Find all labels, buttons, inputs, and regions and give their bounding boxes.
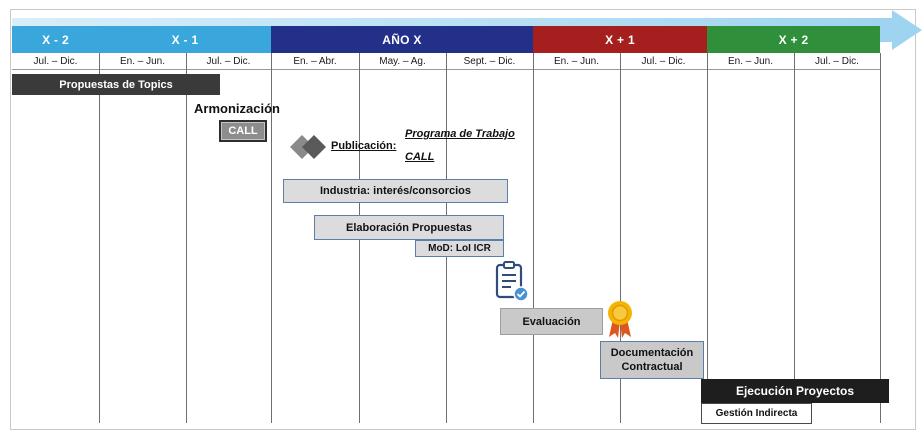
armonizacion-label: Armonización <box>194 101 280 116</box>
period-label: Jul. – Dic. <box>641 55 686 67</box>
call-link-label: CALL <box>405 151 435 163</box>
grid-line <box>880 53 881 423</box>
period-label: En. – Jun. <box>727 55 774 67</box>
grid-line <box>707 53 708 423</box>
ejecucion-proyectos-bar: Ejecución Proyectos <box>701 379 889 403</box>
grid-line <box>533 53 534 423</box>
award-ribbon-icon <box>608 301 632 338</box>
call-button: CALL <box>219 120 267 142</box>
clipboard-check-icon <box>495 261 529 302</box>
documentacion-line-2: Contractual <box>621 361 683 373</box>
period-label: Jul. – Dic. <box>33 55 78 67</box>
diamond-icon <box>290 135 326 159</box>
gestion-indirecta-bar: Gestión Indirecta <box>701 403 812 424</box>
documentacion-contractual-bar: Documentación Contractual <box>600 341 704 379</box>
period-label: Jul. – Dic. <box>815 55 859 67</box>
grid-line <box>186 53 187 423</box>
period-label: En. – Jun. <box>553 55 600 67</box>
period-label: En. – Jun. <box>119 55 166 67</box>
publicacion-label: Publicación: <box>331 140 397 152</box>
programa-trabajo-label: Programa de Trabajo <box>405 128 515 140</box>
year-band-x-plus-1: X + 1 <box>533 26 707 53</box>
mod-loi-icr-bar: MoD: LoI ICR <box>415 240 504 257</box>
grid-line <box>99 53 100 423</box>
elaboracion-propuestas-bar: Elaboración Propuestas <box>314 215 504 240</box>
period-label: May. – Ag. <box>379 55 426 67</box>
period-label: En. – Abr. <box>293 55 337 67</box>
grid-line <box>620 53 621 423</box>
year-band-x-minus-1: X - 1 <box>99 26 271 53</box>
period-label: Sept. – Dic. <box>463 55 516 67</box>
grid-line <box>794 53 795 423</box>
propuestas-topics-bar: Propuestas de Topics <box>12 74 220 95</box>
year-band-x-plus-2: X + 2 <box>707 26 880 53</box>
industria-bar: Industria: interés/consorcios <box>283 179 508 203</box>
grid-line <box>271 53 272 423</box>
evaluacion-bar: Evaluación <box>500 308 603 335</box>
year-band-x-minus-2: X - 2 <box>12 26 99 53</box>
year-band-ano-x: AÑO X <box>271 26 533 53</box>
period-label: Jul. – Dic. <box>206 55 251 67</box>
documentacion-line-1: Documentación <box>610 347 694 359</box>
